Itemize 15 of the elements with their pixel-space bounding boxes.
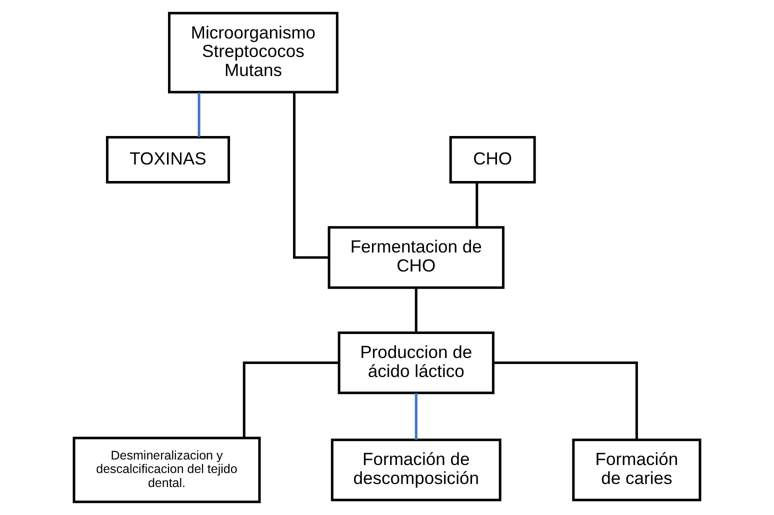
- node-box: Produccion de ácido láctico: [338, 331, 494, 394]
- node-box: Microorganismo Streptococos Mutans: [168, 12, 338, 94]
- node-box: Formación de descomposición: [330, 438, 502, 502]
- node-box: Desmineralizacion y descalcificacion del tejido dental.: [72, 436, 261, 504]
- connector: [493, 362, 638, 440]
- connector: [414, 393, 418, 440]
- node-box: Fermentacion de CHO: [328, 226, 504, 289]
- connector: [293, 92, 329, 259]
- node-box: CHO: [449, 136, 536, 184]
- node-box: Formación de caries: [572, 438, 702, 502]
- node-box: TOXINAS: [106, 136, 230, 184]
- connector: [476, 182, 478, 228]
- connector: [414, 288, 418, 332]
- connector: [242, 362, 339, 438]
- connector: [198, 92, 200, 137]
